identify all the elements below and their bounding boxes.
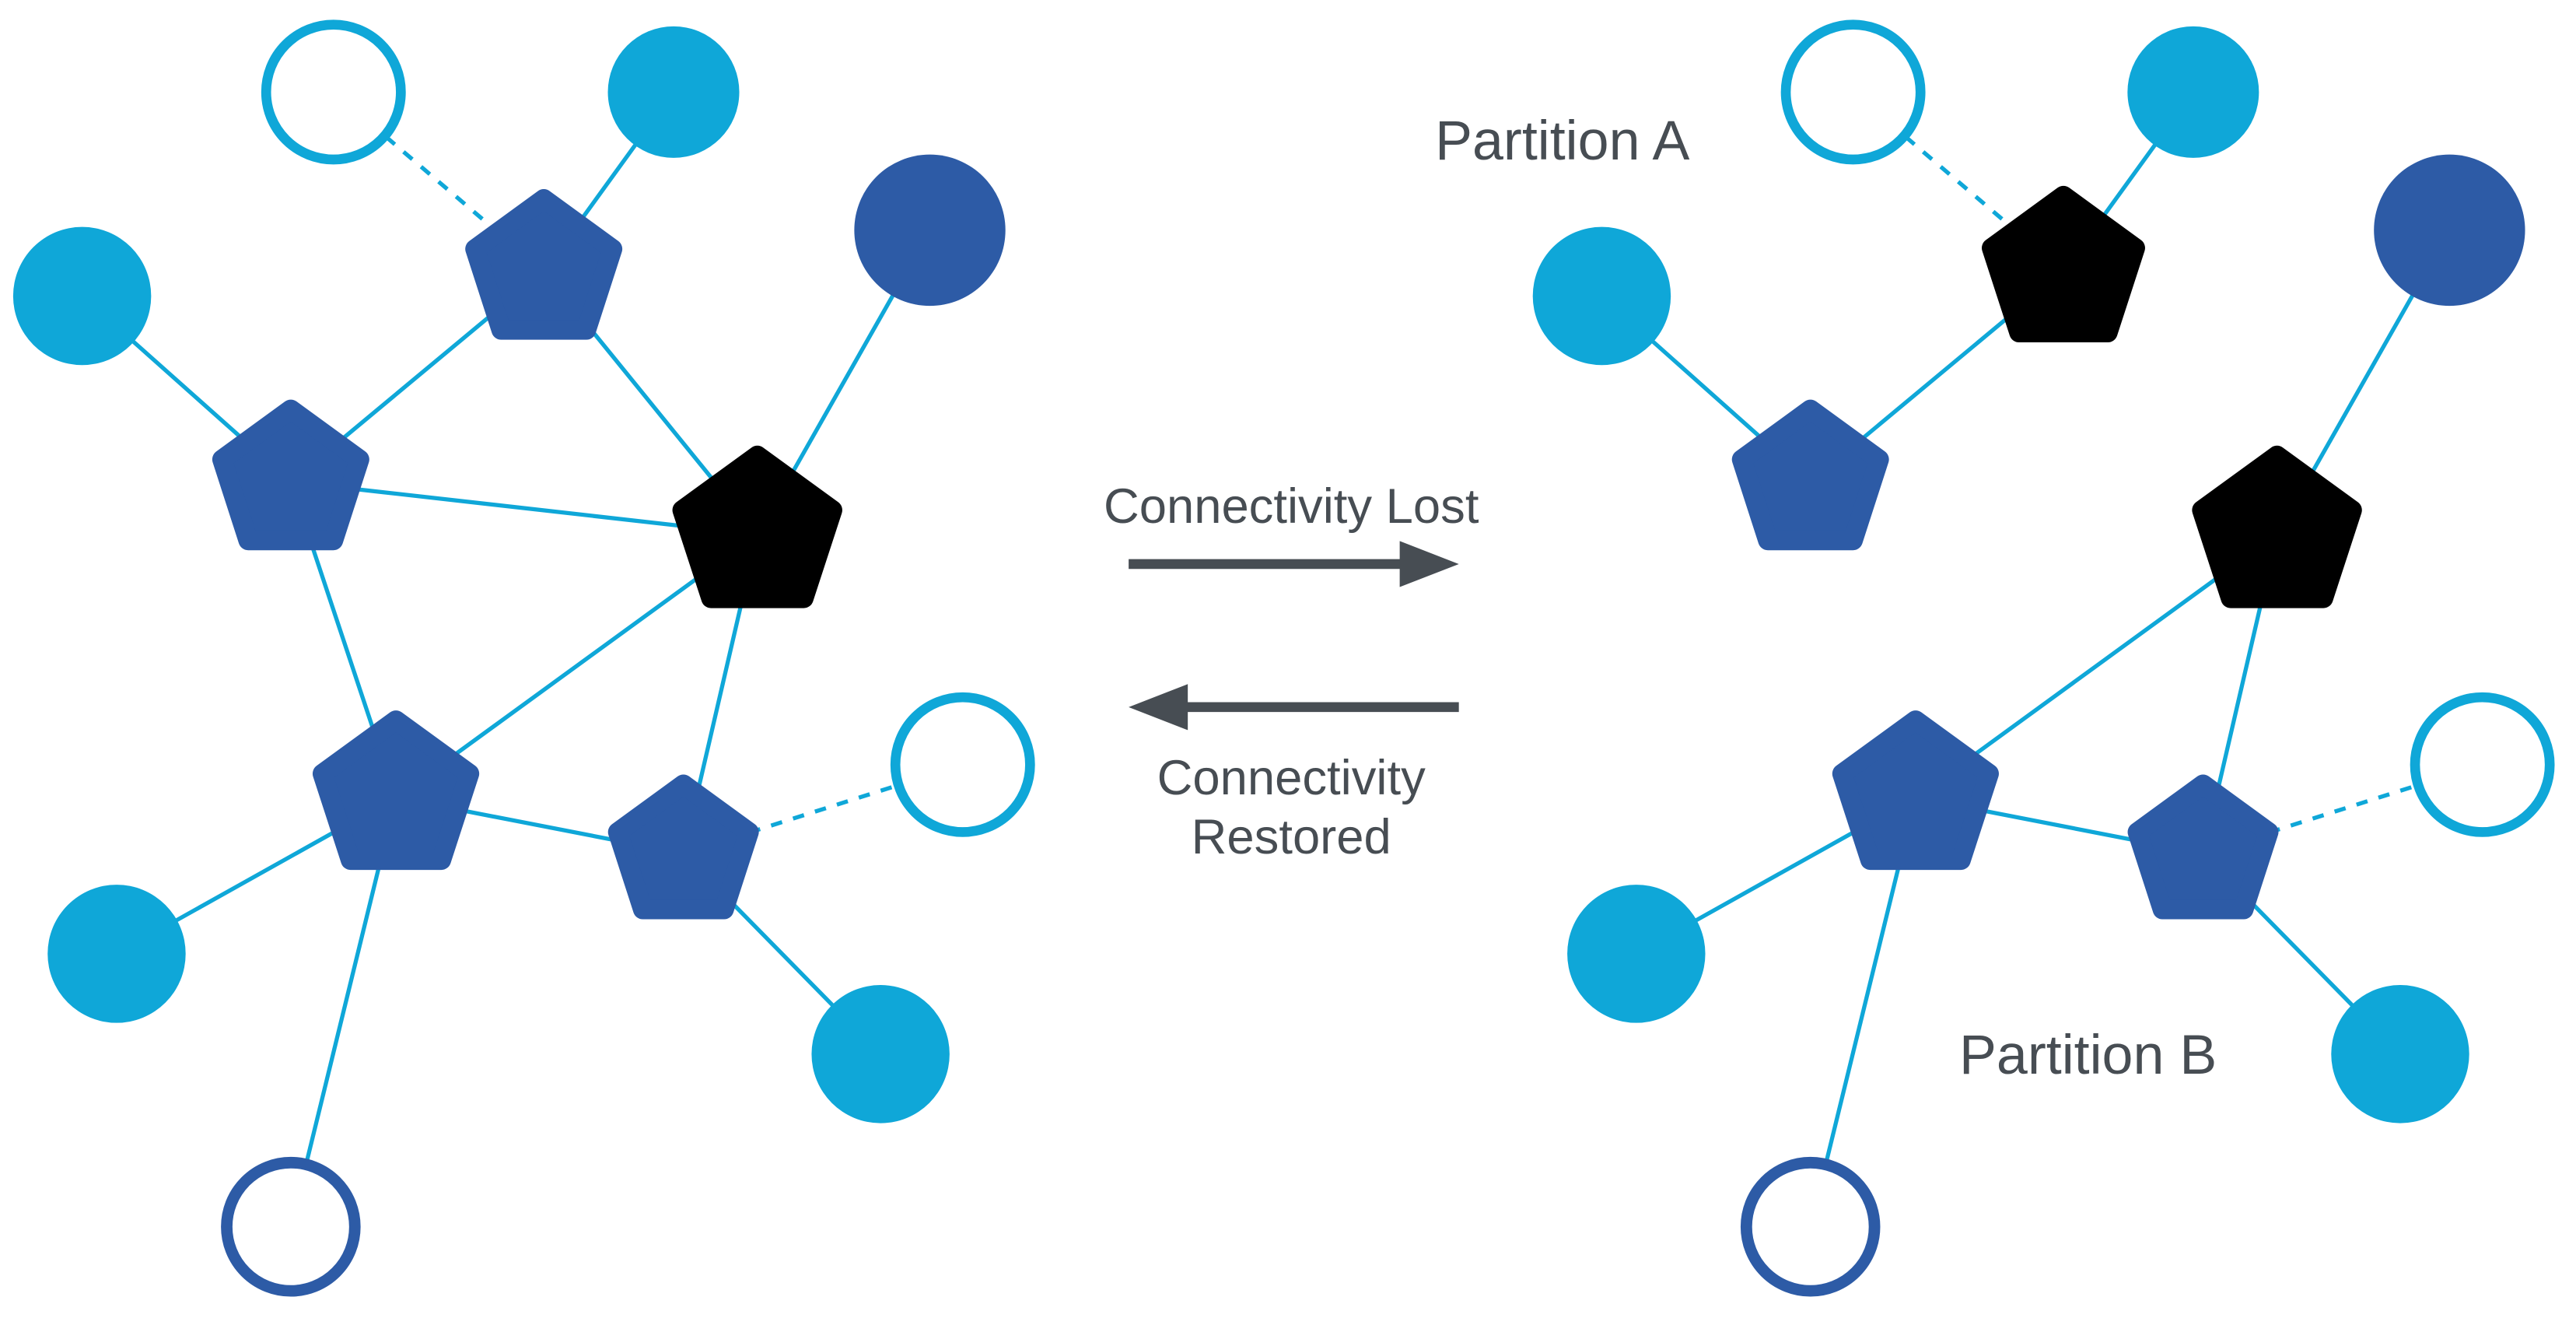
left-graph-node-n8-dark_blue-pentagon — [312, 710, 480, 871]
connectivity-restored-label-line1: Connectivity — [1157, 751, 1426, 805]
right-graph-partitioned-network — [1532, 19, 2555, 1297]
left-graph-node-n1-hollow-cyan-circle — [261, 19, 406, 165]
partition-a-label: Partition A — [1435, 110, 1689, 172]
left-graph-node-n2-cyan-circle — [607, 26, 740, 158]
transition-annotations: Connectivity Lost Connectivity Restored — [1104, 479, 1479, 864]
right-graph-node-n8-dark_blue-pentagon — [1832, 710, 1999, 871]
right-graph-node-n5-black-pentagon — [1982, 185, 2145, 343]
right-graph-node-n1-hollow-cyan-circle — [1780, 19, 1926, 165]
left-graph-node-n9-dark_blue-pentagon — [607, 774, 759, 920]
connectivity-restored-label-line2: Restored — [1192, 810, 1391, 864]
right-graph-node-n12-cyan-circle — [2331, 985, 2469, 1123]
arrow-left-icon — [1129, 684, 1459, 731]
left-graph-node-n10-hollow-cyan-circle — [890, 692, 1035, 837]
left-graph-node-n13-hollow-dark_blue-circle — [221, 1156, 361, 1297]
left-graph-node-n7-black-pentagon — [672, 445, 842, 608]
right-graph-node-n13-hollow-dark_blue-circle — [1740, 1156, 1881, 1297]
right-graph-node-n3-dark_blue-circle — [2374, 154, 2525, 307]
left-graph-node-n4-cyan-circle — [12, 226, 152, 366]
right-graph-node-n11-cyan-circle — [1567, 885, 1706, 1023]
connectivity-lost-label: Connectivity Lost — [1104, 479, 1479, 534]
left-graph-node-n12-cyan-circle — [811, 985, 950, 1123]
graphs-layer — [12, 19, 2555, 1297]
right-graph-node-n2-cyan-circle — [2127, 26, 2259, 158]
arrow-right-icon — [1129, 541, 1459, 587]
left-graph-node-n11-cyan-circle — [47, 885, 186, 1023]
right-graph-node-n6-dark_blue-pentagon — [1731, 399, 1889, 551]
right-graph-node-n4-cyan-circle — [1532, 226, 1671, 366]
right-graph-node-n7-black-pentagon — [2192, 445, 2362, 608]
arrow-left-head — [1129, 684, 1188, 731]
left-graph-node-n5-dark_blue-pentagon — [465, 189, 623, 340]
arrow-right-head — [1399, 541, 1459, 587]
right-graph-node-n10-hollow-cyan-circle — [2410, 692, 2555, 837]
left-graph-node-n6-dark_blue-pentagon — [212, 399, 369, 551]
right-graph-node-n9-dark_blue-pentagon — [2127, 774, 2279, 920]
partition-b-label: Partition B — [1959, 1024, 2217, 1086]
left-graph-connected-network — [12, 19, 1035, 1297]
left-graph-node-n3-dark_blue-circle — [854, 154, 1006, 307]
